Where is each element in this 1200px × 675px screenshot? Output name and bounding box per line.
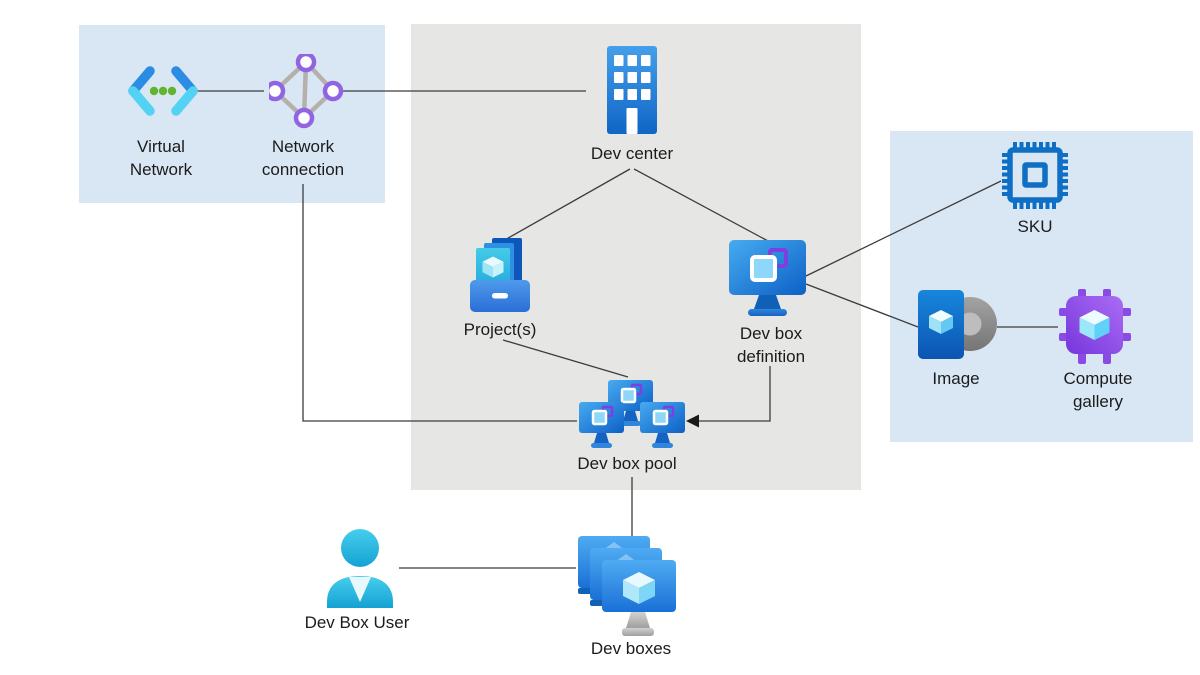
dev-boxes-icon xyxy=(578,536,676,636)
network-panel xyxy=(79,25,385,203)
image-label: Image xyxy=(932,369,980,388)
devbox-definition-label: Dev box definition xyxy=(736,324,806,366)
dev-center-icon xyxy=(607,46,657,134)
dev-box-user-icon xyxy=(327,529,393,608)
devbox-pool-icon xyxy=(579,380,685,448)
dev-center-label: Dev center xyxy=(590,144,674,163)
virtual-network-icon xyxy=(128,66,198,116)
network-connection-icon xyxy=(269,54,344,129)
sku-label: SKU xyxy=(1017,217,1053,236)
compute-gallery-icon xyxy=(1059,289,1131,364)
virtual-network-label: Virtual Network xyxy=(129,137,193,179)
devbox-definition-icon xyxy=(729,240,806,316)
devbox-pool-label: Dev box pool xyxy=(577,454,677,473)
sku-icon xyxy=(1002,142,1068,209)
dev-boxes-label: Dev boxes xyxy=(590,639,672,658)
compute-gallery-label: Compute gallery xyxy=(1063,369,1133,411)
dev-box-user-label: Dev Box User xyxy=(304,613,410,632)
network-connection-label: Network connection xyxy=(261,137,345,179)
projects-label: Project(s) xyxy=(463,320,537,339)
image-icon xyxy=(918,290,997,359)
projects-icon xyxy=(470,238,530,312)
